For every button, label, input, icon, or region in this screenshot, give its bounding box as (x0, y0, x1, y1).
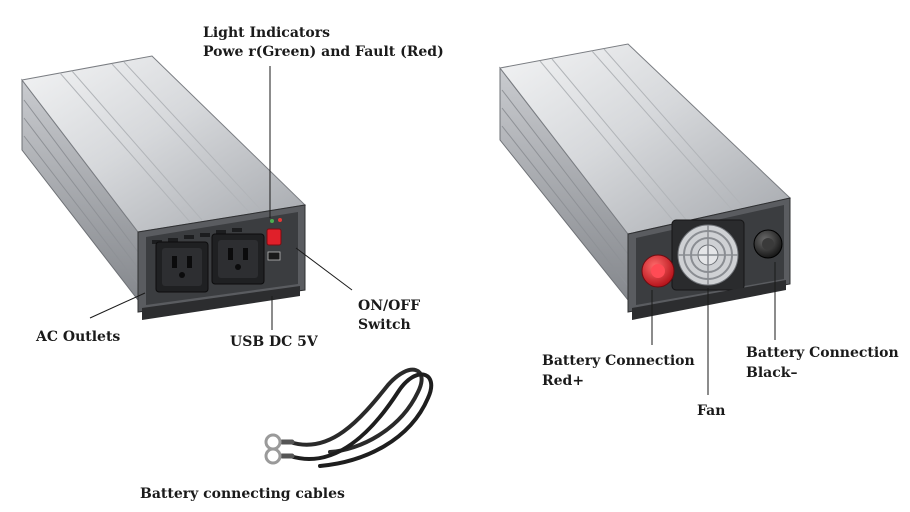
label-onoff-line2: Switch (358, 317, 411, 333)
label-usb: USB DC 5V (230, 334, 318, 350)
battery-terminal-black (753, 229, 783, 259)
inverter-rear (499, 43, 792, 395)
label-light-indicators-detail: Powe r(Green) and Fault (Red) (203, 44, 444, 60)
battery-cables (264, 367, 434, 468)
rear-leader-lines (651, 262, 776, 395)
fan (671, 219, 745, 291)
label-battery-cables: Battery connecting cables (140, 486, 345, 502)
inverter-rear-feet (632, 280, 786, 320)
ac-outlet-2 (211, 233, 265, 285)
label-light-indicators-title: Light Indicators (203, 25, 330, 41)
inverter-rear-fins (501, 89, 629, 287)
inverter-rear-top-ridges (539, 48, 747, 225)
label-ac-outlets: AC Outlets (36, 329, 121, 345)
label-battery-red-line1: Battery Connection (542, 353, 695, 369)
inverter-front-fins (23, 99, 139, 285)
label-battery-red-line2: Red+ (542, 373, 585, 389)
label-battery-black-line1: Battery Connection (746, 345, 899, 361)
inverter-front-feet (142, 286, 300, 320)
ac-outlet-1 (155, 241, 209, 293)
power-led (270, 219, 274, 223)
front-leader-lines (89, 66, 353, 330)
label-onoff-line1: ON/OFF (358, 298, 421, 314)
fault-led (278, 218, 282, 222)
battery-terminal-red (641, 254, 675, 288)
inverter-front-top-ridges (59, 61, 263, 223)
label-fan: Fan (697, 403, 726, 419)
onoff-switch (266, 228, 282, 246)
inverter-front (21, 55, 353, 330)
usb-port (267, 251, 281, 261)
label-battery-black-line2: Black– (746, 365, 798, 381)
